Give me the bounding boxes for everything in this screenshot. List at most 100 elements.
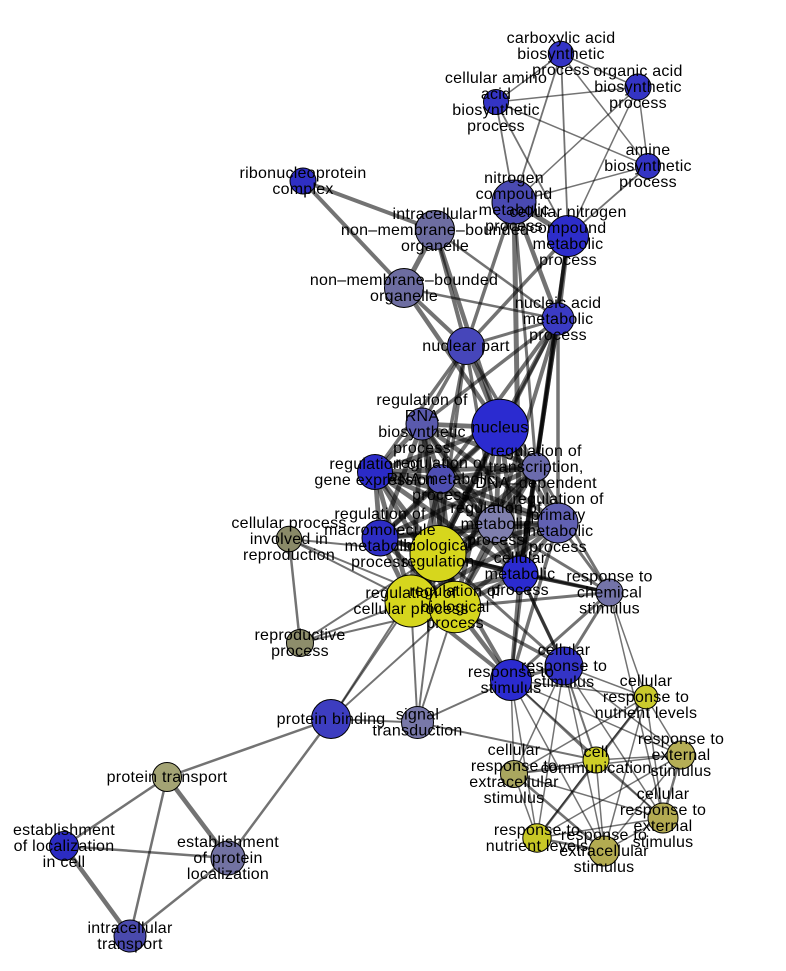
svg-text:transport: transport	[97, 936, 163, 953]
svg-text:cellular process: cellular process	[353, 601, 468, 618]
svg-text:biosynthetic: biosynthetic	[594, 79, 682, 96]
svg-text:non–membrane–bounded: non–membrane–bounded	[310, 272, 498, 289]
svg-text:external: external	[634, 818, 693, 835]
svg-text:reproduction: reproduction	[243, 547, 335, 564]
svg-text:nuclear part: nuclear part	[422, 338, 510, 355]
svg-text:process: process	[619, 174, 677, 191]
svg-text:process: process	[393, 440, 451, 457]
svg-text:nutrient levels: nutrient levels	[486, 838, 588, 855]
svg-text:response to: response to	[521, 658, 607, 675]
svg-text:organelle: organelle	[370, 288, 438, 305]
svg-text:intracellular: intracellular	[87, 920, 172, 937]
svg-text:cellular: cellular	[494, 550, 547, 567]
svg-text:signal: signal	[396, 707, 439, 724]
svg-text:metabolic: metabolic	[523, 311, 594, 328]
svg-text:biological: biological	[420, 599, 489, 616]
svg-text:intracellular: intracellular	[392, 206, 477, 223]
svg-text:compound: compound	[476, 186, 553, 203]
svg-text:response to: response to	[494, 822, 580, 839]
svg-text:communication: communication	[541, 760, 652, 777]
svg-text:regulation of: regulation of	[409, 583, 501, 600]
svg-text:protein binding: protein binding	[277, 711, 386, 728]
svg-text:process: process	[351, 554, 409, 571]
svg-text:acid: acid	[481, 86, 511, 103]
svg-text:nitrogen: nitrogen	[484, 170, 544, 187]
svg-text:metabolic: metabolic	[533, 236, 604, 253]
svg-text:cellular amino: cellular amino	[445, 70, 547, 87]
svg-text:cellular: cellular	[620, 673, 673, 690]
svg-text:nutrient levels: nutrient levels	[595, 705, 697, 722]
svg-text:establishment: establishment	[177, 834, 279, 851]
svg-text:regulation of: regulation of	[450, 500, 542, 517]
svg-text:cell: cell	[583, 744, 608, 761]
svg-text:extracellular: extracellular	[469, 774, 559, 791]
svg-text:biosynthetic: biosynthetic	[378, 424, 466, 441]
svg-text:biosynthetic: biosynthetic	[452, 102, 540, 119]
svg-text:biological: biological	[403, 538, 472, 555]
svg-text:nucleic acid: nucleic acid	[515, 295, 602, 312]
svg-text:process: process	[412, 487, 470, 504]
svg-text:of localization: of localization	[14, 838, 115, 855]
svg-text:establishment: establishment	[13, 822, 115, 839]
svg-text:process: process	[271, 643, 329, 660]
svg-text:amine: amine	[626, 142, 671, 159]
svg-text:cellular: cellular	[637, 786, 690, 803]
svg-text:process: process	[609, 95, 667, 112]
svg-text:regulation of: regulation of	[334, 506, 426, 523]
svg-text:regulation of: regulation of	[490, 443, 582, 460]
svg-text:biosynthetic: biosynthetic	[604, 158, 692, 175]
svg-text:response to: response to	[471, 758, 557, 775]
svg-text:process: process	[529, 327, 587, 344]
svg-text:localization: localization	[187, 866, 269, 883]
svg-text:carboxylic acid: carboxylic acid	[507, 30, 616, 47]
svg-text:regulation: regulation	[402, 554, 475, 571]
svg-text:stimulus: stimulus	[579, 601, 640, 618]
svg-text:non–membrane–bounded: non–membrane–bounded	[341, 222, 529, 239]
svg-text:extracellular: extracellular	[559, 843, 649, 860]
svg-text:stimulus: stimulus	[574, 859, 635, 876]
svg-text:involved in: involved in	[250, 531, 328, 548]
svg-text:metabolic: metabolic	[345, 538, 416, 555]
svg-text:response to: response to	[566, 569, 652, 586]
svg-text:transduction: transduction	[372, 723, 462, 740]
svg-text:metabolic: metabolic	[461, 516, 532, 533]
svg-text:biosynthetic: biosynthetic	[517, 46, 605, 63]
svg-text:ribonucleoprotein: ribonucleoprotein	[240, 165, 367, 182]
svg-text:response to: response to	[603, 689, 689, 706]
svg-text:complex: complex	[272, 181, 333, 198]
svg-text:external: external	[652, 747, 711, 764]
svg-text:response to: response to	[638, 731, 724, 748]
svg-text:process: process	[426, 615, 484, 632]
svg-text:compound: compound	[530, 220, 607, 237]
svg-text:regulation of: regulation of	[329, 456, 421, 473]
svg-text:response to: response to	[620, 802, 706, 819]
svg-text:organelle: organelle	[401, 238, 469, 255]
svg-text:metabolic: metabolic	[485, 566, 556, 583]
svg-text:process: process	[485, 218, 543, 235]
svg-text:gene expression: gene expression	[314, 472, 435, 489]
svg-text:metabolic: metabolic	[479, 202, 550, 219]
svg-text:stimulus: stimulus	[481, 680, 542, 697]
svg-text:stimulus: stimulus	[633, 834, 694, 851]
svg-text:process: process	[529, 539, 587, 556]
svg-text:RNA metabolic: RNA metabolic	[386, 471, 495, 488]
svg-text:process: process	[467, 532, 525, 549]
svg-text:response to: response to	[561, 827, 647, 844]
svg-text:process: process	[491, 582, 549, 599]
svg-text:protein transport: protein transport	[107, 769, 228, 786]
svg-text:cellular nitrogen: cellular nitrogen	[509, 204, 626, 221]
svg-text:stimulus: stimulus	[484, 790, 545, 807]
svg-text:stimulus: stimulus	[651, 763, 712, 780]
svg-text:organic acid: organic acid	[593, 63, 682, 80]
svg-text:process: process	[539, 252, 597, 269]
svg-text:of protein: of protein	[193, 850, 262, 867]
svg-text:DNA–dependent: DNA–dependent	[475, 475, 597, 492]
svg-text:cellular: cellular	[488, 742, 541, 759]
svg-text:chemical: chemical	[577, 585, 642, 602]
svg-text:process: process	[532, 62, 590, 79]
svg-text:nucleus: nucleus	[472, 420, 529, 437]
svg-text:primary: primary	[530, 507, 585, 524]
svg-text:regulation of: regulation of	[512, 491, 604, 508]
svg-text:response to: response to	[468, 664, 554, 681]
svg-text:reproductive: reproductive	[254, 627, 345, 644]
